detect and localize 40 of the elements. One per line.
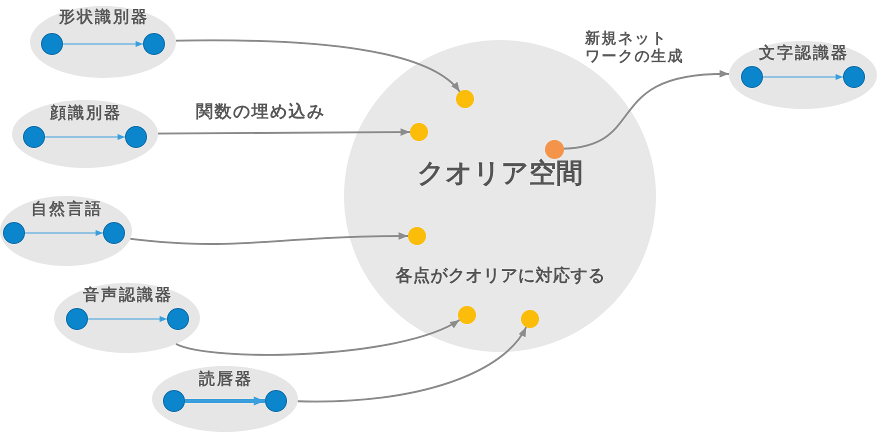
dot-node [410,123,428,141]
dot-node [456,90,474,108]
circle-node [103,222,125,244]
dot-node [408,227,426,245]
dot-node [544,140,564,158]
arrow [185,396,265,406]
arrow [25,230,103,236]
node-title: 自然言語 [30,199,103,218]
edge-label: 新規ネットワークの生成 [585,29,685,65]
arrow [298,326,527,402]
arrow [763,74,843,80]
circle-node [41,33,63,55]
circle-node [167,308,189,330]
node-title: 読唇器 [198,369,253,388]
node-title: 文字認識器 [758,43,849,62]
arrow [45,134,125,140]
circle-node [843,66,865,88]
circle-node [66,308,88,330]
circle-node [265,390,287,412]
circle-node [3,222,25,244]
arrow [563,70,730,150]
arrow [88,316,167,322]
region-title: クオリア空間 [417,158,583,190]
arrow [176,319,460,356]
circle-node [125,126,147,148]
circle-node [741,66,763,88]
node-title: 形状識別器 [58,7,149,26]
circle-node [23,126,45,148]
region-caption: 各点がクオリアに対応する [394,266,606,286]
dot-node [458,306,476,324]
arrow [176,39,460,92]
node-title: 音声認識器 [82,285,173,304]
dot-node [521,310,539,328]
arrow [63,41,143,47]
edge-label: 関数の埋め込み [196,102,326,122]
circle-node [143,33,165,55]
arrow [158,128,410,136]
arrow [130,232,408,245]
circle-node [163,390,185,412]
node-title: 顔識別器 [48,103,122,122]
